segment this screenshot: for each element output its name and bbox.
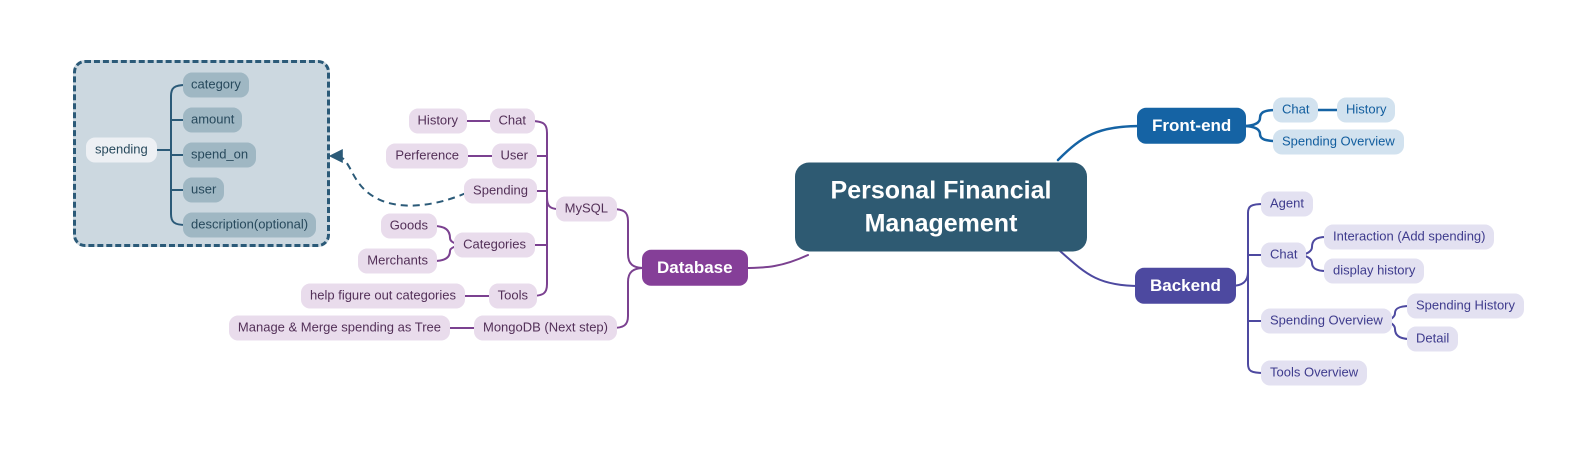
node-db-user[interactable]: User [491, 143, 537, 169]
node-backend[interactable]: Backend [1135, 267, 1236, 305]
node-be-chat[interactable]: Chat [1261, 242, 1307, 268]
node-mongodb-manage[interactable]: Manage & Merge spending as Tree [228, 315, 450, 341]
node-db-tools[interactable]: Tools [488, 283, 537, 309]
node-db-spending[interactable]: Spending [464, 178, 537, 204]
node-field-description[interactable]: description(optional) [183, 212, 317, 238]
node-central-topic[interactable]: Personal Financial Management [795, 162, 1087, 252]
node-field-category[interactable]: category [183, 72, 249, 98]
node-db-perference[interactable]: Perference [386, 143, 468, 169]
node-mysql[interactable]: MySQL [555, 196, 617, 222]
node-database[interactable]: Database [642, 249, 748, 287]
node-db-chat[interactable]: Chat [489, 108, 535, 134]
node-field-user[interactable]: user [183, 177, 225, 203]
node-be-interaction[interactable]: Interaction (Add spending) [1324, 224, 1495, 250]
node-db-categories[interactable]: Categories [454, 232, 535, 258]
node-db-merchants[interactable]: Merchants [358, 248, 437, 274]
node-fe-chat-history[interactable]: History [1337, 97, 1396, 123]
node-field-spend-on[interactable]: spend_on [183, 142, 257, 168]
node-be-tools-overview[interactable]: Tools Overview [1261, 360, 1368, 386]
node-be-display-history[interactable]: display history [1324, 258, 1425, 284]
node-fe-chat[interactable]: Chat [1273, 97, 1319, 123]
node-be-spending-overview[interactable]: Spending Overview [1261, 308, 1392, 334]
node-be-spending-history[interactable]: Spending History [1407, 293, 1524, 319]
node-frontend[interactable]: Front-end [1137, 107, 1247, 145]
node-mongodb[interactable]: MongoDB (Next step) [474, 315, 617, 341]
node-db-chat-history[interactable]: History [408, 108, 467, 134]
node-db-tools-help[interactable]: help figure out categories [301, 283, 465, 309]
node-be-agent[interactable]: Agent [1261, 191, 1313, 217]
node-be-detail[interactable]: Detail [1407, 326, 1459, 352]
node-spending-root[interactable]: spending [86, 137, 157, 163]
spending-reference-arrow [328, 149, 467, 207]
node-fe-spending-overview[interactable]: Spending Overview [1273, 129, 1404, 155]
node-field-amount[interactable]: amount [183, 107, 243, 133]
node-db-goods[interactable]: Goods [380, 213, 437, 239]
